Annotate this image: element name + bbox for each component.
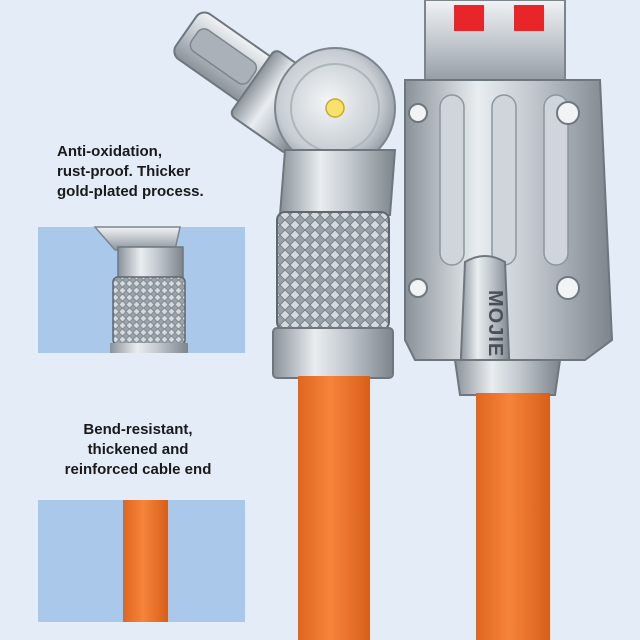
led-indicator [325, 98, 345, 118]
caption-line: gold-plated process. [57, 183, 204, 200]
brand-engraving: MOJIE [484, 290, 506, 357]
inset-knurl-detail [38, 226, 245, 353]
inset-cable-detail [38, 500, 245, 622]
usb-a-port-square [454, 5, 484, 31]
caption-line: rust-proof. Thicker [57, 163, 191, 180]
knurled-grip [276, 211, 390, 331]
caption-bend-resistant: Bend-resistant, thickened and reinforced… [38, 420, 238, 480]
caption-line: reinforced cable end [64, 461, 212, 478]
caption-line: thickened and [87, 441, 189, 458]
usb-c-connector [173, 11, 397, 379]
usb-a-port-square [514, 5, 544, 31]
right-cable [476, 393, 550, 640]
left-cable [298, 376, 370, 640]
caption-line: Bend-resistant, [83, 421, 193, 438]
caption-anti-oxidation: Anti-oxidation, rust-proof. Thicker gold… [57, 142, 257, 202]
caption-line: Anti-oxidation, [57, 143, 162, 160]
usb-a-connector: MOJIE [404, 0, 614, 396]
